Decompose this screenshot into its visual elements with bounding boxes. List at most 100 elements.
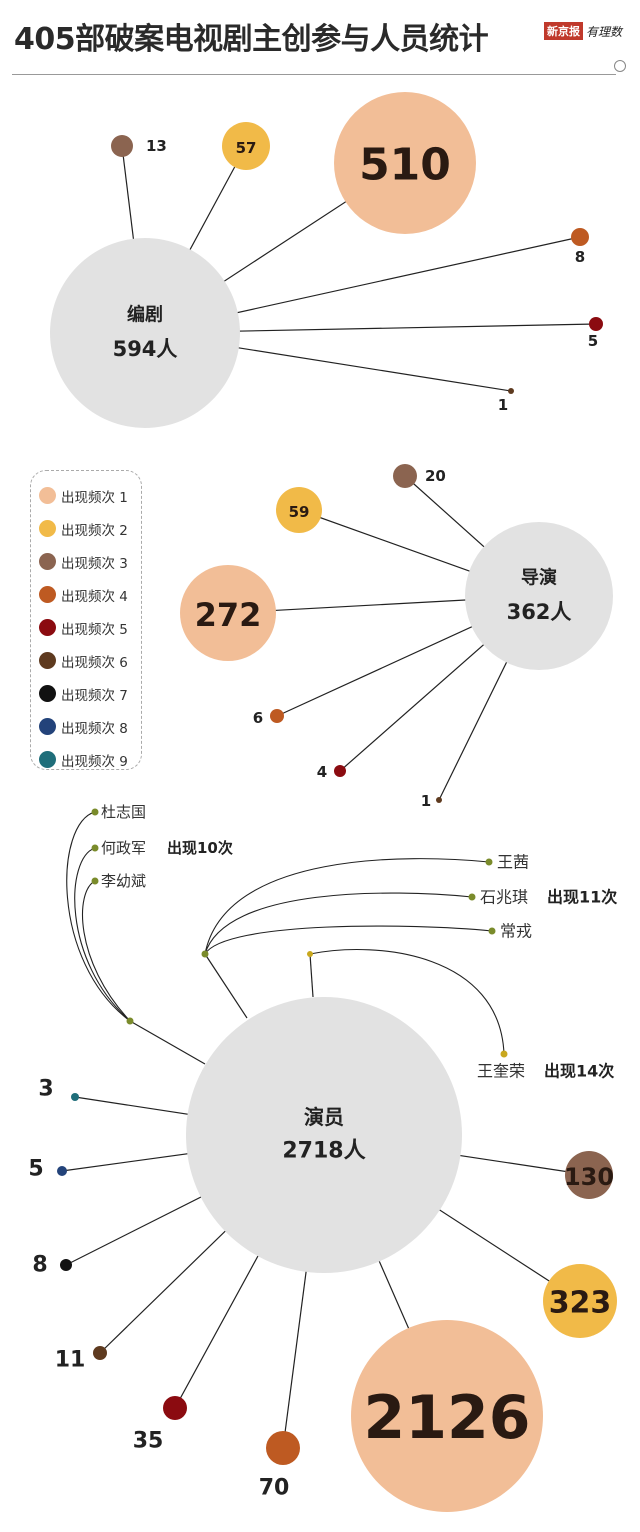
- actor-dot: [485, 858, 493, 866]
- actor-dot: [468, 893, 476, 901]
- bubble-value-label: 6: [253, 709, 263, 727]
- legend-label: 出现频次 9: [61, 753, 128, 770]
- actor-name: 王茜: [497, 853, 529, 872]
- count-bubble: [571, 228, 589, 246]
- actor-name: 石兆琪: [480, 888, 528, 907]
- actor-link: [309, 949, 505, 1055]
- group-total: 594人: [113, 337, 178, 361]
- count-bubble: [334, 765, 346, 777]
- count-bubble: [60, 1259, 72, 1271]
- actor-link: [82, 880, 131, 1022]
- count-bubble: [57, 1166, 67, 1176]
- legend-swatch: [39, 685, 56, 702]
- bubble-value-label: 5: [588, 332, 598, 350]
- bubble-value-label: 13: [146, 137, 167, 155]
- actor-dot: [91, 808, 99, 816]
- actor-dot: [500, 1050, 508, 1058]
- legend-item: 出现频次 8: [31, 710, 141, 743]
- count-bubble: [393, 464, 417, 488]
- actor-name: 李幼斌: [101, 872, 146, 890]
- actor-frequency-label: 出现11次: [547, 888, 617, 907]
- count-bubble: [436, 797, 442, 803]
- connector-line: [309, 953, 314, 998]
- count-bubble: [222, 122, 270, 170]
- count-bubble: [565, 1151, 613, 1199]
- bubble-value-label: 11: [55, 1348, 86, 1373]
- bubble-value-label: 130: [564, 1163, 614, 1191]
- legend-item: 出现频次 5: [31, 611, 141, 644]
- legend-swatch: [39, 619, 56, 636]
- actor-dot: [91, 877, 99, 885]
- bubble-value-label: 1: [498, 396, 508, 414]
- actor-name: 何政军: [101, 839, 146, 857]
- bubble-value-label: 5: [28, 1157, 43, 1182]
- bubble-value-label: 4: [317, 763, 327, 781]
- count-bubble: [266, 1431, 300, 1465]
- bubble-value-label: 57: [236, 139, 257, 157]
- legend-label: 出现频次 4: [61, 588, 128, 605]
- count-bubble: [276, 487, 322, 533]
- legend-label: 出现频次 5: [61, 621, 128, 638]
- legend-swatch: [39, 586, 56, 603]
- bubble-value-label: 323: [549, 1286, 612, 1321]
- bubble-value-label: 1: [421, 792, 431, 810]
- count-bubble: [351, 1320, 543, 1512]
- actor-hub-dot: [307, 951, 313, 957]
- connector-line: [129, 1020, 206, 1065]
- group-center-circle: [465, 522, 613, 670]
- legend-swatch: [39, 751, 56, 768]
- brand-logo: 新京报 有理数: [544, 22, 622, 40]
- top-actor-links: [66, 808, 508, 1065]
- bubble-value-label: 8: [575, 248, 585, 266]
- actor-frequency-label: 出现10次: [167, 839, 233, 857]
- bubble-value-label: 20: [425, 467, 446, 485]
- group-name: 编剧: [127, 304, 163, 326]
- bubble-value-label: 2126: [364, 1383, 531, 1453]
- legend-item: 出现频次 7: [31, 677, 141, 710]
- count-bubble: [270, 709, 284, 723]
- actor-link: [66, 811, 131, 1022]
- divider-end-circle: [614, 60, 626, 72]
- connector-line: [204, 953, 248, 1019]
- group-center-circle: [186, 997, 462, 1273]
- actor-link: [204, 925, 493, 955]
- legend-label: 出现频次 2: [61, 522, 128, 539]
- actor-hub-dot: [126, 1017, 134, 1025]
- group-total: 2718人: [282, 1139, 365, 1164]
- legend-item: 出现频次 1: [31, 479, 141, 512]
- bubble-value-label: 8: [32, 1253, 47, 1278]
- count-bubble: [180, 565, 276, 661]
- legend-swatch: [39, 718, 56, 735]
- actor-link: [204, 892, 473, 955]
- actor-name: 王奎荣: [477, 1062, 525, 1081]
- bubble-value-label: 59: [289, 503, 310, 521]
- legend-swatch: [39, 553, 56, 570]
- count-bubble: [508, 388, 514, 394]
- bubble-value-label: 3: [38, 1077, 53, 1102]
- count-bubble: [93, 1346, 107, 1360]
- legend-swatch: [39, 520, 56, 537]
- actor-hub-dot: [201, 950, 209, 958]
- bubble-value-label: 35: [133, 1429, 164, 1454]
- legend-item: 出现频次 6: [31, 644, 141, 677]
- legend-label: 出现频次 3: [61, 555, 128, 572]
- count-bubble: [71, 1093, 79, 1101]
- bubble-value-label: 510: [359, 140, 451, 191]
- legend-item: 出现频次 3: [31, 545, 141, 578]
- count-bubble: [543, 1264, 617, 1338]
- group-name: 演员: [304, 1105, 344, 1129]
- actor-dot: [91, 844, 99, 852]
- legend-swatch: [39, 487, 56, 504]
- legend-swatch: [39, 652, 56, 669]
- group-name: 导演: [521, 567, 557, 589]
- actor-frequency-label: 出现14次: [544, 1062, 614, 1081]
- brand-logo-mark: 新京报: [544, 22, 583, 40]
- count-bubble: [589, 317, 603, 331]
- bubble-value-label: 70: [259, 1476, 290, 1501]
- group-center-circle: [50, 238, 240, 428]
- brand-logo-sub: 有理数: [586, 24, 623, 39]
- actor-link: [204, 858, 490, 955]
- actor-name: 杜志国: [101, 803, 146, 821]
